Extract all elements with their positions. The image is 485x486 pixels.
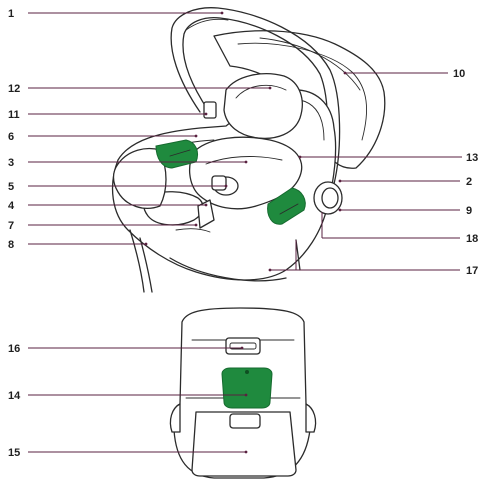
callout-8: 8 (8, 239, 14, 251)
callout-13: 13 (466, 152, 478, 164)
car-seat-front-view (111, 7, 386, 293)
callout-10: 10 (453, 68, 465, 80)
car-seat-rear-view (169, 307, 317, 479)
callout-11: 11 (8, 109, 20, 121)
callout-4: 4 (8, 200, 15, 212)
callout-6: 6 (8, 131, 14, 143)
side-panel-left (112, 147, 167, 209)
handle-pivot (313, 181, 343, 215)
callout-1: 1 (8, 8, 14, 20)
seat-base (169, 239, 301, 282)
belt-guide (175, 228, 211, 233)
green-guide-right-detail (279, 203, 299, 215)
base-bar (129, 229, 153, 293)
canopy-fold (259, 37, 361, 91)
callout-12: 12 (8, 83, 20, 95)
callout-labels: 1 10 12 11 6 13 3 2 5 4 9 7 18 8 17 16 1… (8, 8, 478, 459)
rear-arm-right (305, 403, 317, 433)
headrest (223, 73, 303, 140)
callout-15: 15 (8, 447, 20, 459)
rear-arm-left (169, 403, 181, 433)
rear-base (191, 411, 297, 477)
callout-3: 3 (8, 157, 14, 169)
green-guide-right (267, 187, 306, 225)
callout-14: 14 (8, 390, 21, 402)
green-guide-left-detail (169, 149, 191, 157)
callout-5: 5 (8, 181, 14, 193)
manual-pocket (221, 367, 273, 409)
crotch-strap (197, 199, 215, 229)
callout-17: 17 (466, 265, 478, 277)
rear-base-grip (229, 413, 261, 429)
canopy-panel (237, 42, 367, 141)
headrest-inner (235, 84, 287, 99)
leader-dots (144, 11, 347, 454)
rear-handle-slot-inner (229, 342, 257, 350)
manual-pocket-clip (245, 370, 249, 374)
leader-lines (28, 12, 462, 453)
callout-7: 7 (8, 220, 14, 232)
rear-handle-slot (225, 337, 261, 355)
callout-9: 9 (466, 205, 472, 217)
callout-16: 16 (8, 343, 20, 355)
callout-2: 2 (466, 176, 472, 188)
carry-handle (170, 7, 341, 185)
carry-handle-grip (185, 18, 229, 31)
handle-adjust-button (203, 101, 217, 119)
callout-18: 18 (466, 233, 478, 245)
